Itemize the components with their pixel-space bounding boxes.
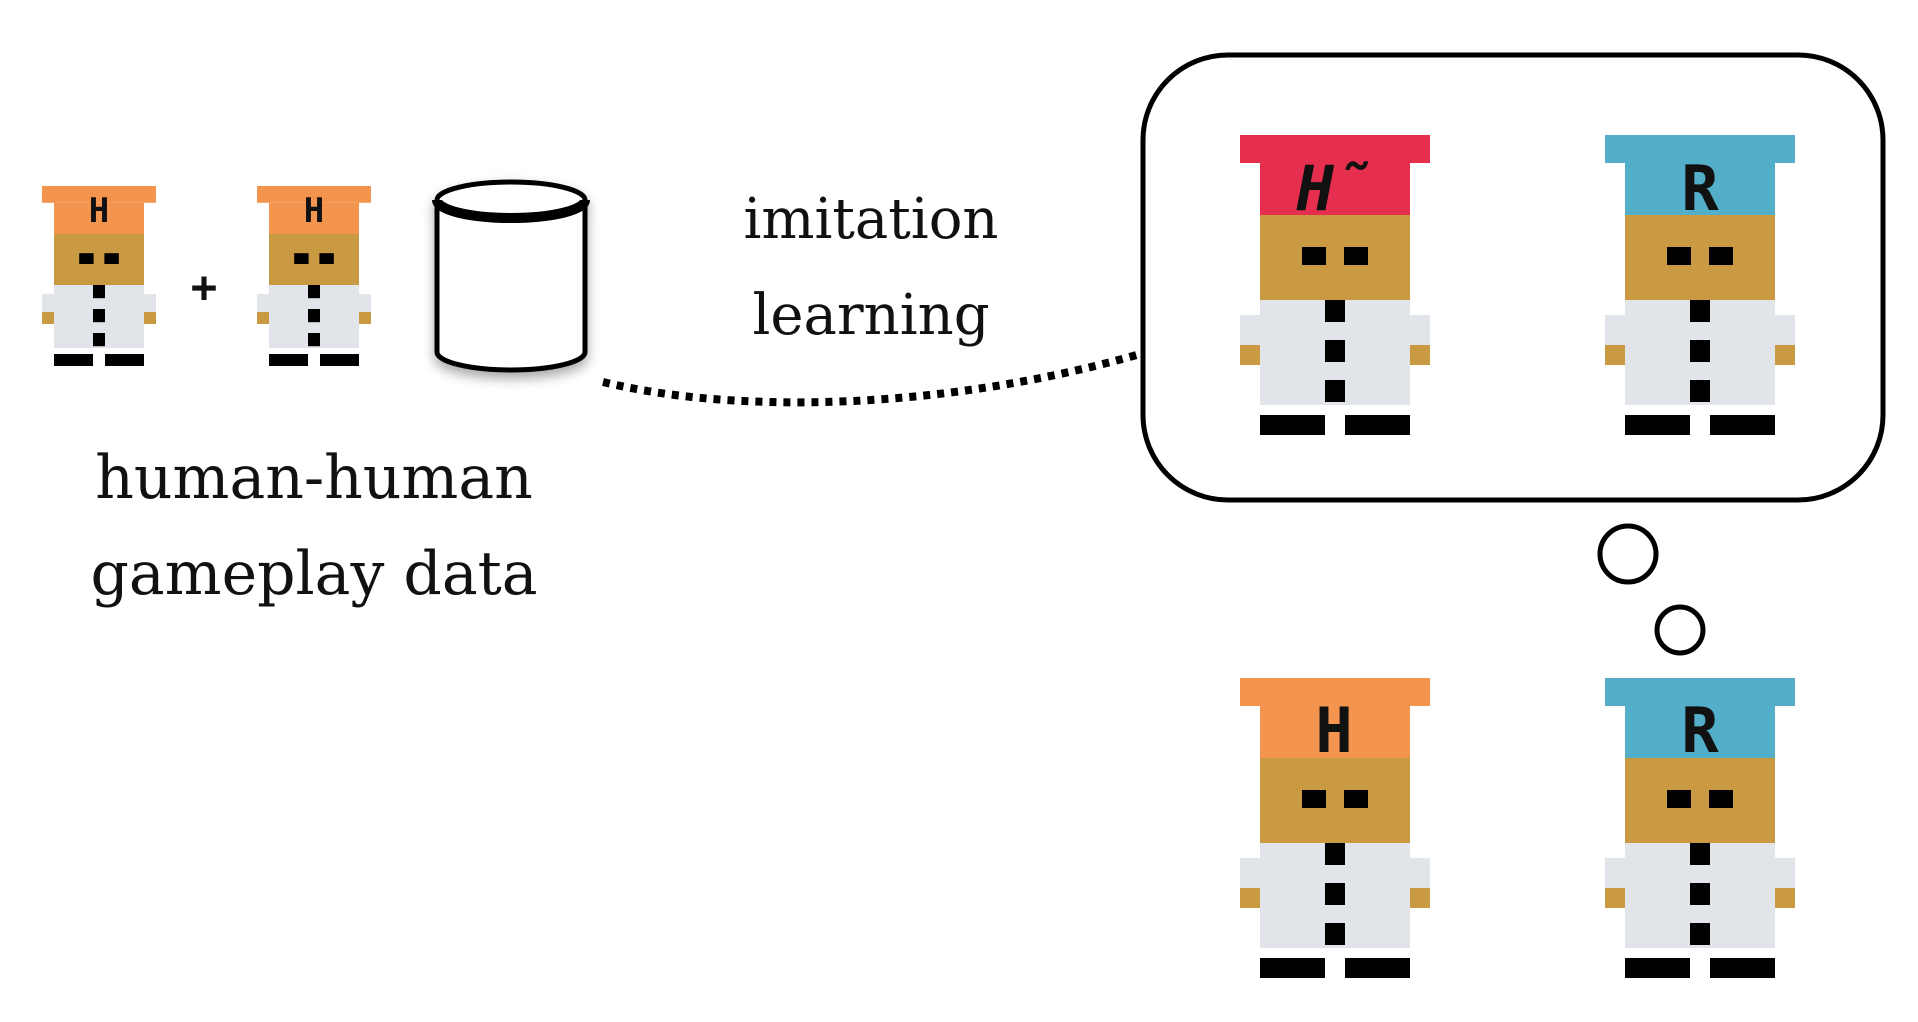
thought-bubble-dot-small: [1654, 604, 1706, 656]
human-chef-letter: H: [1315, 694, 1352, 767]
imitation-learning-arrow: [602, 321, 1216, 407]
source-caption-line2: gameplay data: [91, 539, 538, 609]
thought-bubble-dot-large: [1597, 523, 1659, 585]
source-caption-line1: human-human: [95, 443, 532, 513]
thought-robot-chef-letter: R: [1681, 152, 1719, 225]
plus-sign: +: [191, 262, 218, 313]
database-icon: [432, 179, 590, 373]
arrow-label-line2: learning: [752, 283, 989, 348]
human-chef-b-letter: H: [304, 191, 324, 231]
arrow-label-line1: imitation: [743, 187, 998, 252]
robot-chef-letter: R: [1681, 694, 1719, 767]
model-human-chef-letter: H̃: [1296, 152, 1372, 225]
human-chef-a-letter: H: [89, 191, 109, 231]
